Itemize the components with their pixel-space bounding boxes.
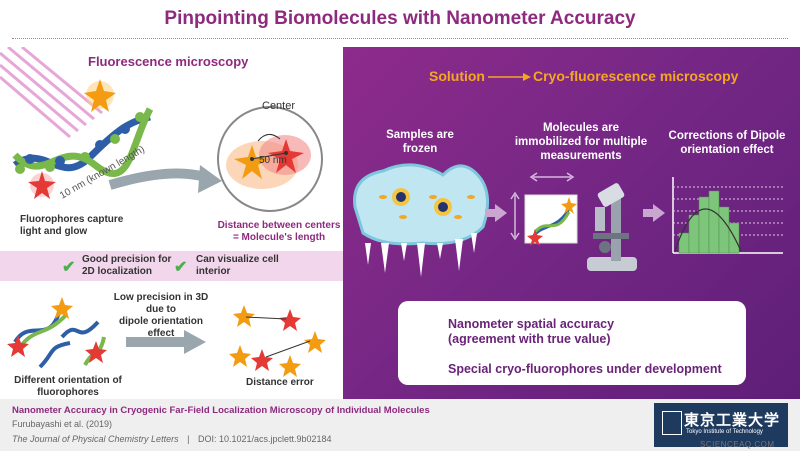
doi: DOI: 10.1021/acs.jpclett.9b02184 [197,434,332,444]
distance-between-line2: = Molecule's length [232,232,326,243]
point1-line1: Nanometer spatial accuracy [448,317,615,331]
solution-label: Solution [429,68,485,84]
logo-emblem-icon [662,411,682,435]
different-orientation-line1: Different orientation of [14,375,122,386]
watermark: SCIENCEAQ.COM [700,440,775,449]
title-divider [12,38,788,39]
left-illustration: 10 nm (known length) Center 50 nm [0,45,326,377]
arrow-icon [108,165,222,193]
authors: Furubayashi et al. (2019) [12,419,113,429]
known-length-label: 10 nm (known length) [58,144,147,202]
check-icon: ✔ [62,259,76,276]
visualize-line2: interior [196,266,231,277]
check-icon: ✔ [174,259,188,276]
step2-line3: measurements [540,150,622,162]
paper-title: Nanometer Accuracy in Cryogenic Far-Fiel… [12,405,430,416]
gray-arrow-icon [126,330,206,354]
step1-line2: frozen [402,143,438,155]
frozen-cells-icon [353,163,489,277]
step3-line2: orientation effect [680,144,774,156]
double-arrow-vertical-icon [510,191,520,241]
zoom-circle: Center 50 nm [217,100,323,212]
light-beams [0,45,103,139]
right-illustration [353,73,783,375]
results-box: Nanometer spatial accuracy (agreement wi… [398,301,746,385]
solution-arrow-icon [488,73,531,81]
step3-line1: Corrections of Dipole [668,130,786,142]
process-arrow-icon [485,204,665,222]
advantages-band: ✔ Good precision for 2D localization ✔ C… [0,251,343,281]
page-title: Pinpointing Biomolecules with Nanometer … [164,8,636,29]
histogram-icon [672,177,783,254]
logo-text: 東京工業大学 [684,412,781,429]
visualize-line1: Can visualize cell [196,254,279,265]
double-arrow-horizontal-icon [529,172,575,182]
left-panel: 10 nm (known length) Center 50 nm [0,45,343,399]
point1-line2: (agreement with true value) [448,332,611,346]
red-fluorophore-icon [28,171,56,199]
capture-label-line2: light and glow [20,226,88,237]
orange-fluorophore-icon [84,79,116,112]
good-precision-line2: 2D localization [82,266,153,277]
point2: Special cryo-fluorophores under developm… [448,362,722,376]
different-orientation-line2: fluorophores [37,387,99,398]
step2-line2: immobilized for multiple [514,136,648,148]
distance-between-line1: Distance between centers [217,220,341,231]
low-precision-line1: Low precision in 3D due to [113,292,209,315]
low-precision-line2: dipole orientation effect [119,316,203,339]
tokyo-tech-logo: 東京工業大学 Tokyo Institute of Technology [654,403,788,447]
distance-50nm-label: 50 nm [259,155,287,166]
dna-helix-icon [12,107,154,177]
logo-subtext: Tokyo Institute of Technology [686,429,763,435]
cryo-label: Cryo-fluorescence microscopy [533,68,739,84]
good-precision-line1: Good precision for [82,254,172,265]
capture-label-line1: Fluorophores capture [20,214,124,225]
step2-line1: Molecules are [542,122,620,134]
center-label: Center [262,100,295,112]
oriented-molecules-icon [7,297,107,369]
separator: | [187,434,190,444]
distance-error-label: Distance error [246,377,314,388]
molecule-card [524,194,578,246]
journal-name: The Journal of Physical Chemistry Letter… [12,434,179,444]
microscope-icon [587,183,637,271]
step1-line1: Samples are [386,129,454,141]
fluorescence-heading: Fluorescence microscopy [88,54,249,69]
scattered-stars-icon [229,305,326,377]
